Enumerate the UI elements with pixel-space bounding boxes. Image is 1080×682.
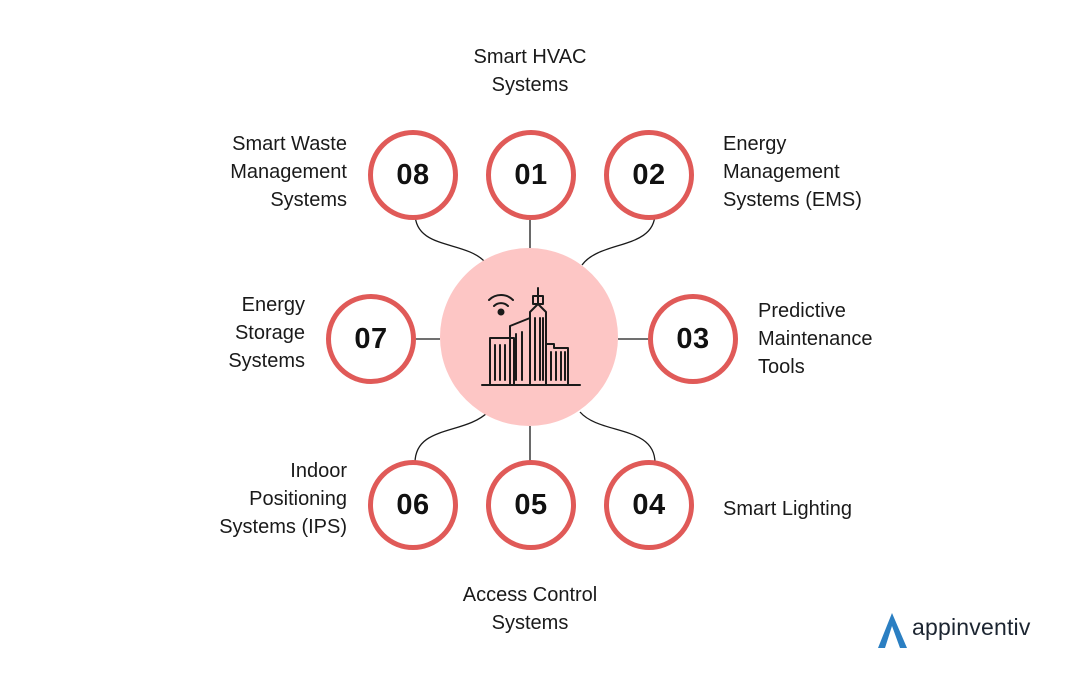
node-02: 02 [604,130,694,220]
node-06: 06 [368,460,458,550]
brand-name: appinventiv [912,614,1031,640]
node-04: 04 [604,460,694,550]
node-05: 05 [486,460,576,550]
node-number: 03 [676,322,710,355]
center-hub [440,248,618,426]
node-number: 06 [396,488,430,521]
label-07: Energy Storage Systems [228,294,305,372]
label-08: Smart Waste Management Systems [230,133,347,211]
node-number: 05 [514,488,548,521]
connector-02 [581,212,656,266]
connector-06 [414,411,489,464]
connector-04 [579,411,656,464]
node-number: 04 [632,488,666,521]
connector-08 [414,212,486,263]
brand-logo: appinventiv [876,610,1046,652]
node-03: 03 [648,294,738,384]
node-07: 07 [326,294,416,384]
smart-building-wifi-icon [481,287,581,386]
label-01: Smart HVAC Systems [473,46,587,96]
label-05: Access Control Systems [462,584,598,634]
node-01: 01 [486,130,576,220]
label-02: Energy Management Systems (EMS) [723,133,862,211]
label-03: Predictive Maintenance Tools [758,300,873,378]
node-number: 07 [354,322,388,355]
node-number: 02 [632,158,666,191]
node-08: 08 [368,130,458,220]
node-number: 01 [514,158,548,191]
label-06: Indoor Positioning Systems (IPS) [219,460,347,538]
appinventiv-logo-icon [878,613,907,648]
label-04: Smart Lighting [723,498,852,520]
node-number: 08 [396,158,430,191]
